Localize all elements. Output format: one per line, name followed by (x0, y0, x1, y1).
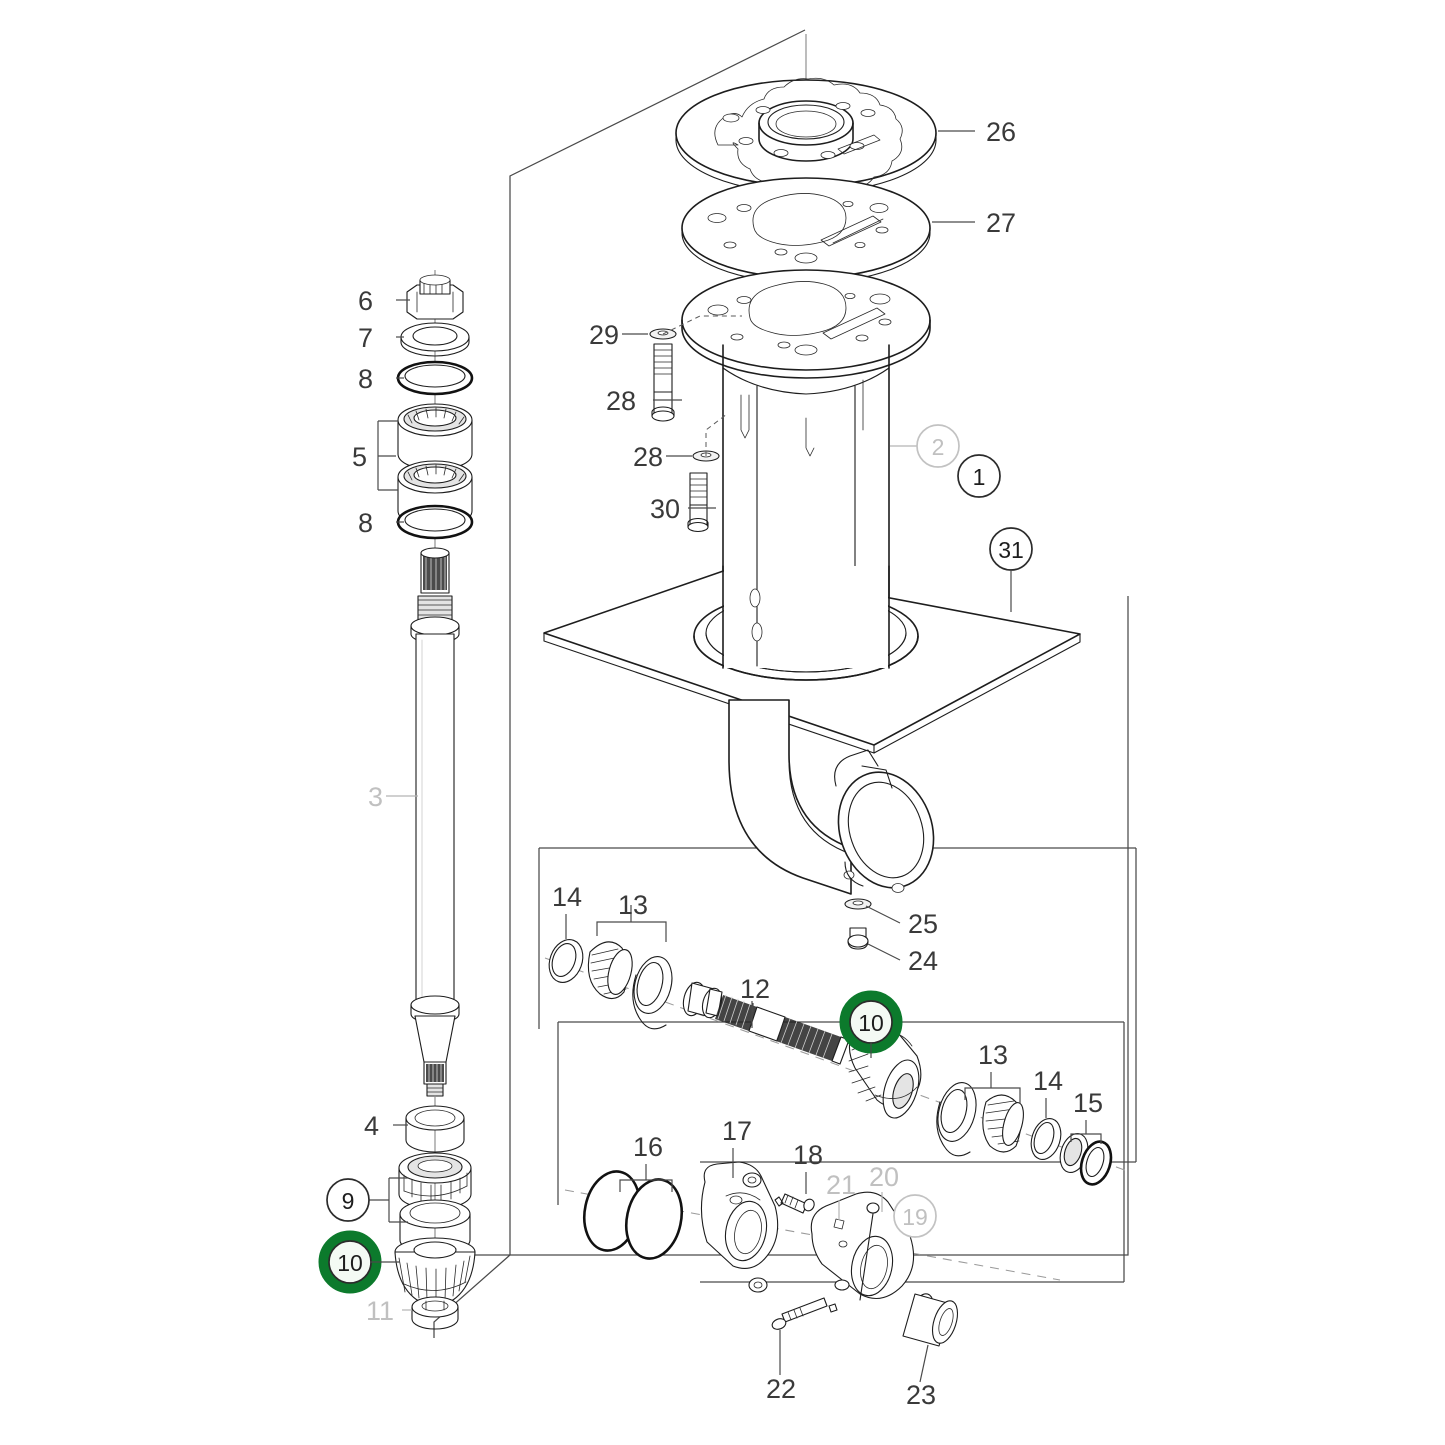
callout-6-label: 6 (358, 286, 373, 316)
callout-26-label: 26 (986, 117, 1016, 147)
lower-bevel-group-frame (557, 1021, 1125, 1283)
callout-5-label: 5 (352, 442, 367, 472)
part-8a-seal-ring (396, 360, 474, 396)
part-10-bevel-gear-lower (394, 1237, 476, 1302)
callout-20-label: 20 (869, 1162, 899, 1192)
callout-10-lower-bubble[interactable]: 10 (318, 1230, 400, 1294)
part-6-nut (406, 274, 464, 320)
callout-3-label: 3 (368, 782, 383, 812)
callout-9-bubble[interactable]: 9 (326, 1178, 370, 1222)
exhaust-elbow (728, 699, 935, 895)
part-28-bolt-upper (651, 343, 675, 422)
part-22-bolt (771, 1297, 838, 1330)
callout-22-label: 22 (766, 1374, 796, 1404)
callout-1-number: 1 (973, 464, 986, 490)
part-9-bearing-assembly (398, 1152, 472, 1255)
part-7-washer (400, 322, 470, 357)
callout-7-label: 7 (358, 323, 373, 353)
callout-4-label: 4 (364, 1111, 379, 1141)
part-12-pinion-shaft (682, 981, 850, 1065)
callout-10-lower-number: 10 (337, 1250, 363, 1276)
part-25-washer (844, 898, 872, 910)
part-8b-seal-ring (396, 504, 474, 540)
part-16-orings (583, 1170, 683, 1260)
callout-27-label: 27 (986, 208, 1016, 238)
callout-14b-label: 14 (1033, 1066, 1063, 1096)
callout-1-bubble[interactable]: 1 (957, 454, 1001, 498)
callout-30-label: 30 (650, 494, 680, 524)
callout-8a-label: 8 (358, 364, 373, 394)
callout-31-bubble[interactable]: 31 (989, 527, 1033, 612)
part-30-bolt (687, 472, 709, 533)
callout-19-bubble[interactable]: 19 (893, 1194, 937, 1238)
part-4-spacer (405, 1105, 465, 1153)
part-13b-bearing (936, 1082, 1024, 1157)
part-11-pinion-nut (411, 1296, 459, 1330)
callout-2-number: 2 (932, 434, 945, 460)
callout-16-label: 16 (633, 1132, 663, 1162)
main-assembly-frame (433, 29, 1129, 1338)
callout-9-number: 9 (342, 1188, 355, 1214)
part-27-gasket-plate (681, 177, 931, 284)
callout-2-bubble[interactable]: 2 (890, 424, 960, 468)
callout-8b-label: 8 (358, 508, 373, 538)
callout-13b-label: 13 (978, 1040, 1008, 1070)
callout-21-label: 21 (826, 1170, 856, 1200)
part-15-seals (1059, 1133, 1113, 1186)
callout-10-upper-bubble[interactable]: 10 (839, 990, 903, 1058)
callout-11-label: 11 (366, 1296, 394, 1326)
callout-18-label: 18 (793, 1140, 823, 1170)
callout-24-label: 24 (908, 946, 938, 976)
callout-10-upper-number: 10 (858, 1010, 884, 1036)
callout-13a-label: 13 (618, 890, 648, 920)
part-13a-bearing (587, 941, 673, 1030)
callout-29-label: 29 (589, 320, 619, 350)
callout-31-number: 31 (998, 537, 1024, 563)
part-14a-shim (548, 939, 584, 983)
part-14b-shim (1030, 1118, 1062, 1160)
part-24-plug (847, 927, 869, 950)
callout-12-label: 12 (740, 974, 770, 1004)
callout-15-label: 15 (1073, 1088, 1103, 1118)
callout-19-number: 19 (902, 1204, 928, 1230)
callout-28a-label: 28 (606, 386, 636, 416)
part-23-bushing (902, 1293, 959, 1347)
part-17-bearing-carrier (700, 1161, 779, 1293)
part-18-screw (774, 1193, 815, 1214)
callout-23-label: 23 (906, 1380, 936, 1410)
callout-14a-label: 14 (552, 882, 582, 912)
part-31-mounting-plate (543, 565, 1081, 754)
part-20-retainer-housing (810, 1191, 915, 1301)
part-3-drive-shaft (410, 547, 460, 1097)
callout-28b-label: 28 (633, 442, 663, 472)
callout-17-label: 17 (722, 1116, 752, 1146)
callout-25-label: 25 (908, 909, 938, 939)
